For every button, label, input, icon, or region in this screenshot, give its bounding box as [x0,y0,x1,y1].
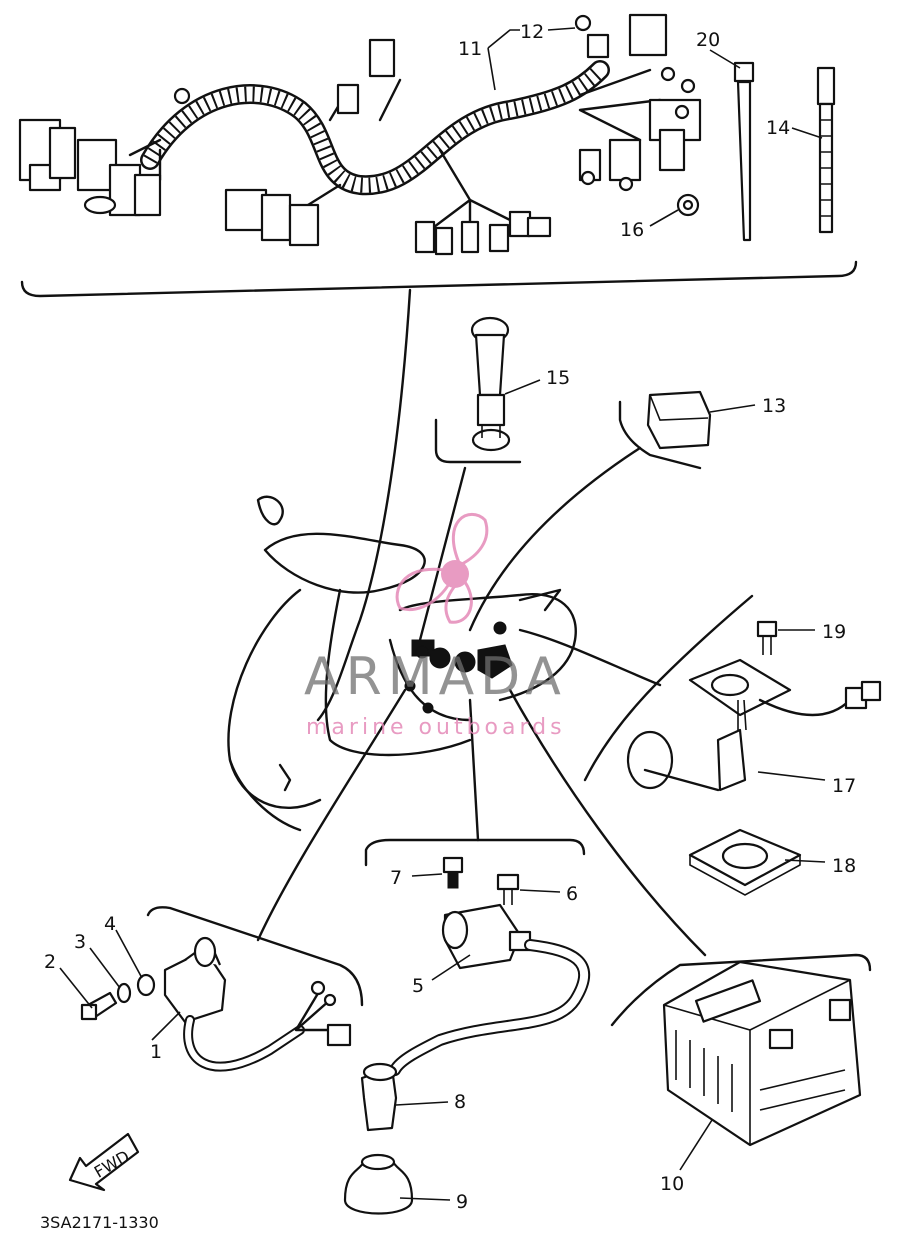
callout-13: 13 [762,395,786,417]
propeller-logo [395,512,489,624]
leader-cdi-group [256,688,407,942]
leader-battery-group [508,688,707,957]
bracket-cdi [146,906,364,1007]
leader-13 [468,446,642,632]
watermark-tagline: marine outboards [306,715,566,740]
leader-coil-group [468,698,480,842]
drawing-code: 3SA2171-1330 [40,1213,159,1232]
callout-1: 1 [150,1041,162,1063]
part-5-ignition-coil-group [343,838,591,1215]
callouts: 1 2 3 4 5 6 7 8 9 10 11 12 13 14 15 16 1… [44,21,856,1213]
callout-15: 15 [546,367,570,389]
callout-4: 4 [104,913,116,935]
harness-bracket [20,260,858,298]
callout-2: 2 [44,951,56,973]
bracket-17 [583,594,754,782]
part-13-relay [618,390,712,470]
leader-17-group [518,628,662,687]
callout-16: 16 [620,219,644,241]
callout-20: 20 [696,29,720,51]
callout-12: 12 [520,21,544,43]
fwd-arrow: FWD [68,1132,140,1192]
callout-19: 19 [822,621,846,643]
bracket-coil [364,838,586,867]
watermark-brand: ARMADA [304,647,567,707]
callout-9: 9 [456,1191,468,1213]
leader-15 [418,466,467,642]
callout-8: 8 [454,1091,466,1113]
callout-5: 5 [412,975,424,997]
callout-14: 14 [766,117,790,139]
callout-6: 6 [566,883,578,905]
wire-harness-group [18,13,858,298]
callout-11: 11 [458,38,482,60]
part-1-cdi-unit-group [80,906,364,1072]
callout-3: 3 [74,931,86,953]
part-15-main-switch [434,316,522,464]
bracket-10 [610,953,872,1027]
callout-7: 7 [390,867,402,889]
callout-18: 18 [832,855,856,877]
callout-17: 17 [832,775,856,797]
watermark: ARMADA marine outboards [304,512,567,740]
bracket-15 [434,418,522,464]
bracket-13 [618,400,702,470]
callout-10: 10 [660,1173,684,1195]
part-17-fuel-sender-group [583,594,882,896]
harness-leader [316,288,412,722]
part-10-battery [610,953,872,1147]
scooter-outline [227,495,577,832]
